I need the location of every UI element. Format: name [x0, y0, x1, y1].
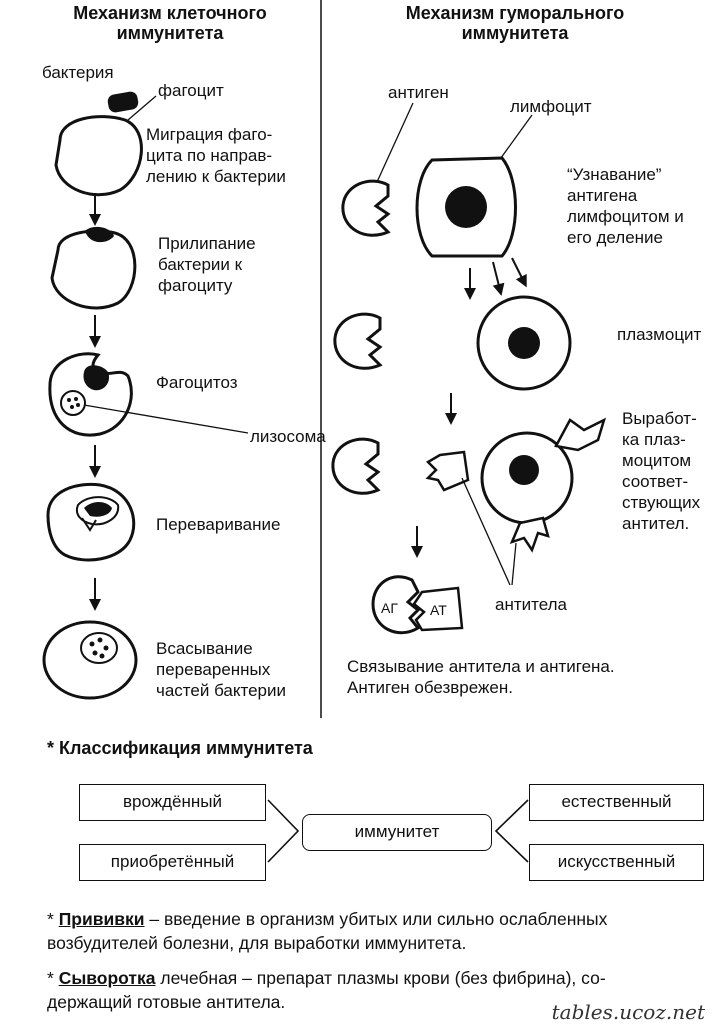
- step-adhesion-line: Прилипание: [158, 234, 256, 253]
- cellular-title-line-1: Механизм клеточного: [73, 3, 267, 23]
- production-line: ствующих: [622, 493, 701, 512]
- step-migration-line: цита по направ-: [146, 146, 273, 165]
- production-line: соответ-: [622, 472, 689, 491]
- note-vaccine-term: Прививки: [58, 909, 145, 929]
- label-antibodies: антитела: [495, 595, 567, 614]
- box-innate: врождённый: [79, 784, 266, 821]
- production-line: моцитом: [622, 451, 692, 470]
- binding-line: Связывание антитела и антигена.: [347, 657, 615, 676]
- label-lysosome: лизосома: [250, 427, 326, 446]
- cellular-title: Механизм клеточного иммунитета: [40, 3, 300, 43]
- plasmocyte-producing: [480, 417, 607, 553]
- recognition-line: антигена: [567, 186, 638, 205]
- step-adhesion: Прилипание бактерии к фагоциту: [158, 233, 256, 296]
- antigen-shape-2: [333, 312, 383, 370]
- humoral-title: Механизм гуморального иммунитета: [360, 3, 670, 43]
- production-line: Выработ-: [622, 409, 697, 428]
- antibodies-pointer-1: [461, 477, 511, 586]
- lymphocyte-pointer: [497, 114, 533, 163]
- bracket-left: [267, 799, 300, 863]
- note-serum-text: лечебная – препарат плазмы крови (без фи…: [155, 968, 606, 988]
- phagocyte-cell-3: [48, 352, 133, 437]
- box-artificial: искусственный: [529, 844, 704, 881]
- antibody-free: [425, 450, 470, 492]
- box-immunity: иммунитет: [302, 814, 492, 851]
- recognition-line: лимфоцитом и: [567, 207, 684, 226]
- step-migration-line: Миграция фаго-: [146, 125, 273, 144]
- step-migration: Миграция фаго- цита по направ- лению к б…: [146, 124, 286, 187]
- label-plasmocyte: плазмоцит: [617, 325, 702, 344]
- note-serum-star: *: [47, 968, 59, 988]
- plasmocyte-cell: [476, 295, 572, 391]
- note-serum-cont: держащий готовые антитела.: [47, 992, 286, 1012]
- step-adhesion-line: бактерии к: [158, 255, 243, 274]
- label-ag: АГ: [381, 600, 398, 616]
- arrow-6: [492, 261, 505, 296]
- step-absorption-line: частей бактерии: [156, 681, 287, 700]
- binding-line: Антиген обезврежен.: [347, 678, 513, 697]
- step-absorption: Всасывание переваренных частей бактерии: [156, 638, 286, 701]
- antigen-pointer: [371, 102, 414, 194]
- box-natural: естественный: [529, 784, 704, 821]
- label-bacteria: бактерия: [42, 63, 114, 82]
- classification-title: * Классификация иммунитета: [47, 738, 313, 758]
- label-at: АТ: [430, 602, 447, 618]
- step-adhesion-line: фагоциту: [158, 276, 233, 295]
- binding-text: Связывание антитела и антигена. Антиген …: [347, 656, 615, 698]
- humoral-title-line-2: иммунитета: [461, 23, 569, 43]
- lysosome-pointer: [83, 404, 249, 434]
- note-vaccine-cont: возбудителей болезни, для выработки имму…: [47, 933, 467, 953]
- label-phagocyte: фагоцит: [158, 81, 224, 100]
- recognition-text: “Узнавание” антигена лимфоцитом и его де…: [567, 164, 684, 248]
- label-antigen: антиген: [388, 83, 449, 102]
- bracket-right: [494, 799, 529, 863]
- phagocyte-cell-2: [50, 226, 137, 310]
- recognition-line: “Узнавание”: [567, 165, 662, 184]
- note-vaccine-star: *: [47, 909, 59, 929]
- step-absorption-line: Всасывание: [156, 639, 253, 658]
- label-lymphocyte: лимфоцит: [510, 97, 592, 116]
- phagocyte-pointer: [127, 95, 157, 121]
- bacteria-shape: [107, 91, 139, 113]
- arrow-7: [511, 257, 527, 288]
- antigen-shape-1: [341, 179, 391, 237]
- note-vaccine-text: – введение в организм убитых или сильно …: [144, 909, 608, 929]
- note-serum: * Сыворотка лечебная – препарат плазмы к…: [47, 967, 606, 990]
- cellular-title-line-2: иммунитета: [116, 23, 224, 43]
- production-text: Выработ- ка плаз- моцитом соответ- ствую…: [622, 408, 700, 534]
- step-digestion: Переваривание: [156, 515, 281, 534]
- step-migration-line: лению к бактерии: [146, 167, 286, 186]
- antibodies-pointer-2: [511, 542, 517, 586]
- phagocyte-cell-4: [46, 482, 136, 562]
- recognition-line: его деление: [567, 228, 663, 247]
- phagocyte-cell-5: [42, 620, 138, 700]
- antigen-shape-3: [331, 437, 381, 495]
- antigen-antibody-complex: [371, 575, 464, 635]
- production-line: антител.: [622, 514, 690, 533]
- note-serum-term: Сыворотка: [58, 968, 156, 988]
- step-phagocytosis: Фагоцитоз: [156, 373, 238, 392]
- humoral-title-line-1: Механизм гуморального: [405, 3, 625, 23]
- lymphocyte-cell: [415, 156, 517, 258]
- box-acquired: приобретённый: [79, 844, 266, 881]
- step-absorption-line: переваренных: [156, 660, 271, 679]
- production-line: ка плаз-: [622, 430, 686, 449]
- phagocyte-cell-1: [54, 115, 143, 197]
- watermark: tables.ucoz.net: [551, 1000, 705, 1024]
- note-vaccine: * Прививки – введение в организм убитых …: [47, 908, 607, 931]
